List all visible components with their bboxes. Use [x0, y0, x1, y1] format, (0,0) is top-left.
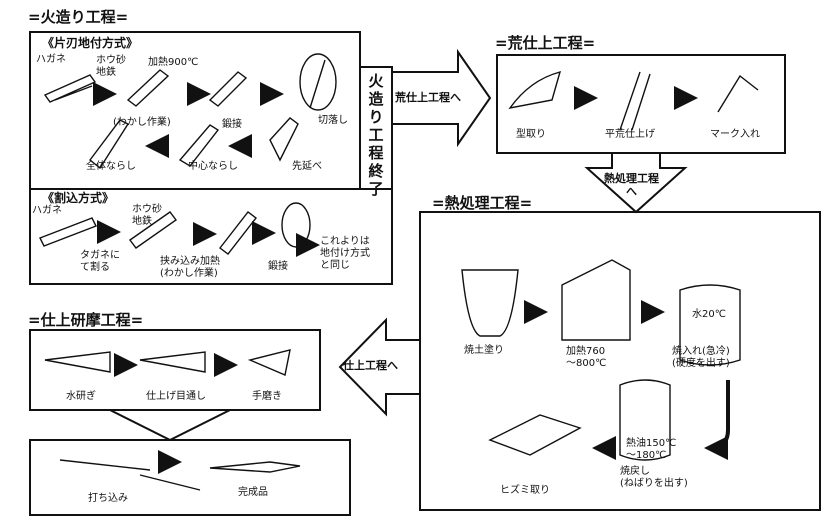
illus-blade-center: [178, 124, 220, 167]
illus-blade-cut: [309, 59, 326, 109]
label-koreyori: これよりは 地付け方式 と同じ: [320, 236, 370, 271]
label-houshatetsu-2: ホウ砂 地鉄: [132, 204, 162, 227]
section-title-arashiage: =荒仕上工程=: [495, 34, 596, 52]
label-kanetsu-760: 加熱760 ～800℃: [566, 346, 607, 369]
label-netsuyu: 熱油150℃ ～180℃: [626, 438, 677, 461]
label-chushin-narashi: 中心ならし: [188, 161, 238, 172]
label-katatori: 型取り: [516, 129, 546, 140]
label-mizu: 水20℃: [692, 309, 726, 320]
hizukuri-method2-box: [29, 188, 393, 285]
label-hirakiage: 平荒仕上げ: [605, 129, 655, 140]
illus-mizutogi: [44, 351, 111, 373]
curve-arrow-quench: [704, 380, 730, 460]
illus-m2-flame: [281, 202, 311, 248]
arrow-label-shiage: 仕上工程へ: [343, 359, 398, 372]
illus-temigaki: [247, 349, 291, 376]
label-hizukuri-end: 火造り工程終了: [368, 72, 384, 198]
arrow-to-arashiage: [391, 48, 492, 148]
label-hasamikomi: 挟み込み加熱 (わかし作業): [160, 256, 220, 279]
illus-oil-tank: [619, 379, 671, 461]
illus-blank-bars: [43, 74, 97, 103]
illus-kansei: [209, 461, 301, 473]
arrow-label-netsushori: 熱処理工程 へ: [604, 172, 659, 198]
illus-heating-1: [126, 69, 170, 107]
label-tanzetsu-2: 鍛接: [268, 261, 288, 272]
arrow-to-netsushori: [584, 152, 688, 214]
label-kanseihin: 完成品: [238, 487, 268, 498]
arrow-to-shiagekenma: [338, 317, 421, 417]
label-shiage-metooshi: 仕上げ目通し: [146, 391, 206, 402]
section-title-hizukuri: =火造り工程=: [28, 8, 129, 26]
illus-mark: [717, 74, 759, 113]
label-markire: マーク入れ: [710, 129, 760, 140]
label-wakashi: (わかし作業): [113, 117, 171, 128]
illus-water-tank: [679, 284, 741, 366]
method1-title: 《片刃地付方式》: [42, 36, 139, 50]
label-hagane-1: ハガネ: [36, 54, 66, 65]
illus-hira: [619, 71, 651, 131]
label-temigaki: 手磨き: [252, 391, 282, 402]
illus-m2-bars: [39, 217, 97, 247]
label-kanetsu-900: 加熱900℃: [148, 57, 199, 68]
label-houshatetsu-1: ホウ砂 地鉄: [96, 55, 126, 78]
label-yakimodoshi: 焼戻し (ねばりを出す): [620, 466, 688, 489]
label-mizutogi: 水研ぎ: [66, 391, 96, 402]
label-hagane-2: ハガネ: [32, 205, 62, 216]
illus-kata: [508, 71, 562, 110]
illus-straighten: [488, 414, 582, 456]
label-kirioshi: 切落し: [318, 115, 348, 126]
label-tanzetsu-1: 鍛接: [222, 119, 242, 130]
illus-blade-tip: [269, 117, 299, 162]
label-yakidonuri: 焼土塗り: [464, 345, 504, 356]
illus-furnace: [561, 259, 631, 341]
illus-flame-1: [299, 53, 337, 111]
illus-clay-pot: [461, 269, 519, 337]
hizukuri-end-box: [359, 66, 393, 190]
label-zentai-narashi: 全体ならし: [86, 161, 136, 172]
illus-m2-insert: [219, 211, 257, 255]
illus-forge-weld: [208, 71, 248, 107]
method2-title: 《割込方式》: [42, 191, 115, 205]
illus-uchikomi: [59, 459, 201, 491]
illus-blade-full: [89, 119, 130, 170]
arrow-shiage-down: [109, 409, 231, 442]
label-sakinobe: 先延べ: [292, 161, 322, 172]
illus-m2-split: [129, 211, 177, 249]
section-title-shiagekenma: =仕上研摩工程=: [28, 311, 144, 329]
section-title-netsushori: =熱処理工程=: [432, 194, 533, 212]
illus-shiage: [139, 351, 206, 373]
arrow-label-arashiage: 荒仕上工程へ: [395, 91, 461, 104]
label-uchikomi: 打ち込み: [88, 493, 128, 504]
kansei-box: [29, 439, 351, 516]
label-tagane: タガネに て割る: [80, 250, 120, 273]
label-yakiire: 焼入れ(急冷) (硬度を出す): [672, 346, 730, 369]
label-hizumitori: ヒズミ取り: [500, 485, 550, 496]
